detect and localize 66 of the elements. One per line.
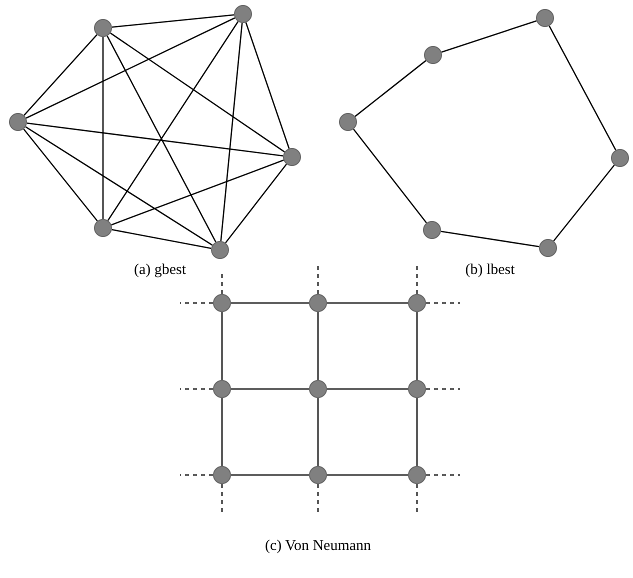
connection-line	[111, 160, 284, 226]
node-circle	[611, 149, 629, 167]
node-circle	[213, 380, 231, 398]
connection-line	[327, 474, 408, 476]
connection-line	[26, 17, 236, 119]
node-circle	[309, 466, 327, 484]
connection-line	[440, 230, 540, 248]
dashed-line	[426, 302, 460, 304]
node-circle	[283, 148, 301, 166]
connection-line	[112, 229, 212, 249]
node-circle	[234, 5, 252, 23]
node-circle	[211, 241, 229, 259]
caption-label: (c) Von Neumann	[264, 538, 372, 555]
node-circle	[309, 294, 327, 312]
connection-line	[110, 32, 285, 152]
node-circle	[539, 239, 557, 257]
connection-line	[245, 22, 290, 149]
dashed-line	[426, 474, 460, 476]
connection-line	[416, 398, 418, 466]
caption-label: (b) lbest	[465, 262, 515, 279]
connection-line	[231, 302, 309, 304]
connection-line	[416, 312, 418, 380]
connection-line	[107, 21, 239, 221]
connection-line	[317, 398, 319, 466]
dashed-line	[426, 388, 460, 390]
node-circle	[408, 466, 426, 484]
connection-line	[231, 388, 309, 390]
node-circle	[424, 46, 442, 64]
connection-line	[231, 474, 309, 476]
connection-line	[327, 388, 408, 390]
connection-line	[327, 302, 408, 304]
caption-label: (a) gbest	[134, 262, 186, 279]
connection-line	[353, 128, 427, 224]
node-circle	[213, 294, 231, 312]
connection-line	[24, 34, 98, 116]
node-circle	[309, 380, 327, 398]
connection-line	[548, 26, 616, 150]
node-circle	[536, 9, 554, 27]
node-circle	[9, 113, 27, 131]
node-circle	[408, 380, 426, 398]
node-circle	[408, 294, 426, 312]
connection-line	[26, 122, 284, 156]
connection-line	[220, 22, 243, 242]
dashed-line	[180, 474, 213, 476]
connection-line	[106, 36, 216, 242]
node-circle	[339, 113, 357, 131]
connection-line	[112, 14, 234, 28]
connection-line	[25, 126, 213, 246]
connection-line	[441, 20, 537, 53]
dashed-line	[416, 266, 418, 294]
dashed-line	[180, 302, 213, 304]
dashed-line	[221, 272, 223, 294]
node-circle	[423, 221, 441, 239]
connection-line	[317, 312, 319, 380]
connection-line	[225, 164, 287, 244]
connection-line	[23, 128, 98, 222]
connection-line	[221, 312, 223, 380]
connection-line	[221, 398, 223, 466]
dashed-line	[317, 266, 319, 294]
node-circle	[94, 219, 112, 237]
node-circle	[213, 466, 231, 484]
dashed-line	[180, 388, 213, 390]
connection-line	[102, 37, 104, 219]
node-circle	[94, 19, 112, 37]
connection-line	[354, 60, 426, 117]
connection-line	[553, 164, 615, 242]
